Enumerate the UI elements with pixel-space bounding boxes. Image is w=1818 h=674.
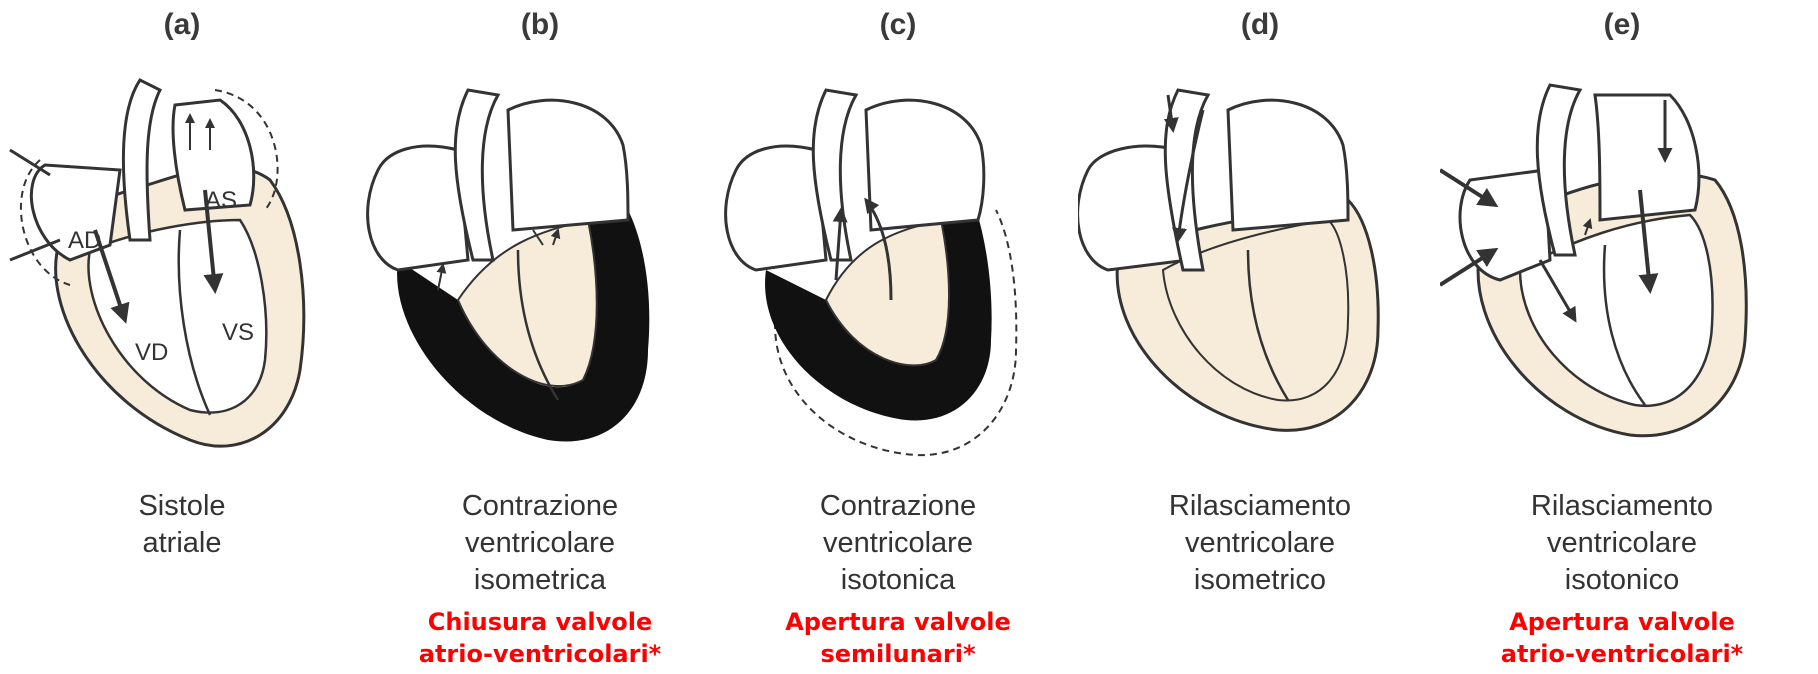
label-vs: VS (222, 319, 254, 346)
pulmonary-trunk (1228, 100, 1348, 230)
caption: Contrazione ventricolare isotonica (716, 488, 1080, 599)
atria (368, 146, 468, 270)
caption-line: isometrica (358, 562, 722, 599)
note-line: semilunari* (716, 638, 1080, 670)
caption-line: isometrico (1078, 562, 1442, 599)
label-vd: VD (135, 339, 168, 366)
caption-line: atriale (0, 525, 364, 562)
caption-line: Contrazione (358, 488, 722, 525)
caption: Rilasciamento ventricolare isometrico (1078, 488, 1442, 599)
panel-letter: (a) (0, 8, 364, 42)
caption-line: ventricolare (1078, 525, 1442, 562)
caption-line: Rilasciamento (1440, 488, 1804, 525)
pulmonary-trunk (508, 100, 628, 230)
heart-diagram-isometric-contraction (358, 70, 722, 470)
valve-note: Chiusura valvole atrio-ventricolari* (358, 606, 722, 670)
heart-diagram-isotonic-contraction (716, 70, 1080, 470)
note-line: Apertura valvole (1440, 606, 1804, 638)
label-as: AS (205, 187, 237, 214)
panel-letter: (e) (1440, 8, 1804, 42)
caption-line: Contrazione (716, 488, 1080, 525)
note-line: Apertura valvole (716, 606, 1080, 638)
caption: Contrazione ventricolare isometrica (358, 488, 722, 599)
caption-line: ventricolare (358, 525, 722, 562)
caption: Rilasciamento ventricolare isotonico (1440, 488, 1804, 599)
heart-diagram-atrial-systole: AD AS VD VS (0, 70, 364, 470)
panel-e: (e) Rilasciamento ventricolare isotonico… (1440, 0, 1804, 674)
caption-line: isotonica (716, 562, 1080, 599)
panel-letter: (b) (358, 8, 722, 42)
valve-note: Apertura valvole atrio-ventricolari* (1440, 606, 1804, 670)
caption-line: ventricolare (1440, 525, 1804, 562)
note-line: atrio-ventricolari* (358, 638, 722, 670)
panel-c: (c) Contrazione ventricolare isotonica A… (716, 0, 1080, 674)
panel-b: (b) Contrazione ventricolare isometrica … (358, 0, 722, 674)
note-line: Chiusura valvole (358, 606, 722, 638)
heart-diagram-isotonic-relaxation (1440, 70, 1804, 470)
caption-line: Sistole (0, 488, 364, 525)
panel-d: (d) Rilasciamento ventricolare isometric… (1078, 0, 1442, 674)
valve-note: Apertura valvole semilunari* (716, 606, 1080, 670)
caption-line: ventricolare (716, 525, 1080, 562)
caption-line: Rilasciamento (1078, 488, 1442, 525)
caption: Sistole atriale (0, 488, 364, 562)
note-line: atrio-ventricolari* (1440, 638, 1804, 670)
label-ad: AD (68, 227, 101, 254)
left-atrium (1595, 95, 1699, 220)
valve-arrow (438, 265, 443, 290)
atria (726, 146, 826, 270)
caption-line: isotonico (1440, 562, 1804, 599)
panel-a: (a) AD AS VD VS Sistole atriale (0, 0, 364, 674)
panel-letter: (c) (716, 8, 1080, 42)
heart-diagram-isometric-relaxation (1078, 70, 1442, 470)
panel-letter: (d) (1078, 8, 1442, 42)
pulmonary-trunk (866, 100, 984, 230)
